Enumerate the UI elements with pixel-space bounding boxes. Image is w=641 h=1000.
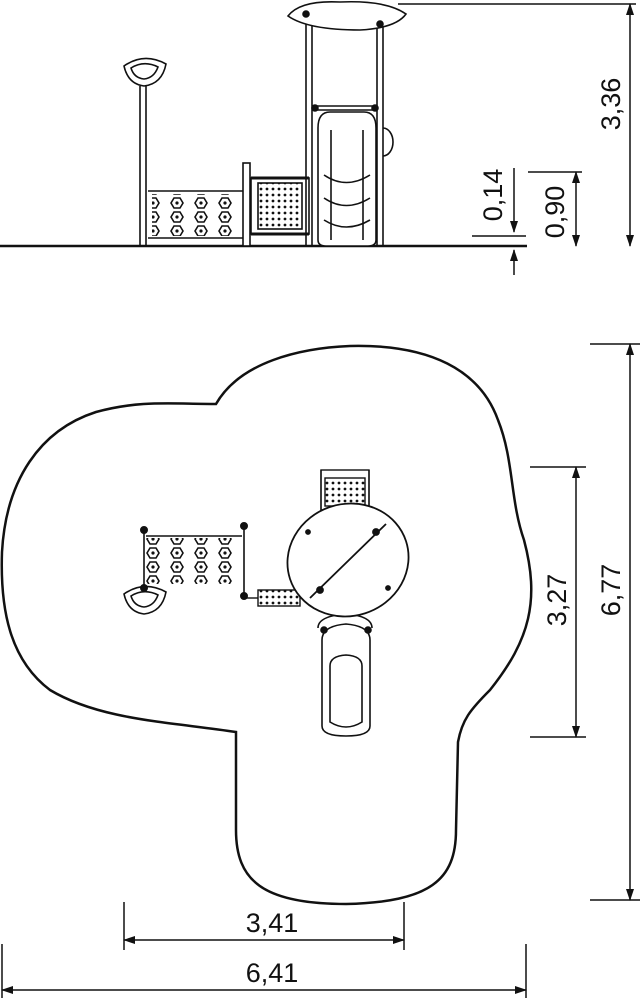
dimension-equipment-depth <box>530 466 586 738</box>
slide-plan <box>317 613 373 737</box>
mesh-step-plan <box>244 589 301 607</box>
safety-zone-outline <box>0 344 533 906</box>
tower-with-roof <box>286 0 408 246</box>
dimension-label-total-height: 3,36 <box>596 78 626 131</box>
mesh-panel <box>250 176 310 236</box>
dimension-label-equipment-width: 3,41 <box>246 908 299 938</box>
talk-tube-post <box>123 57 167 246</box>
dimension-platform <box>528 171 582 247</box>
dimension-label-equipment-depth: 3,27 <box>542 574 572 627</box>
dimension-label-safety-zone-width: 6,41 <box>246 958 299 988</box>
slide-side-view <box>317 111 377 247</box>
hexagon-climbing-panel <box>148 162 251 247</box>
climbing-panel-plan <box>140 521 249 600</box>
dimension-safety-zone-width <box>1 944 527 998</box>
dimension-label-low-step: 0,14 <box>478 169 508 222</box>
dimension-label-safety-zone-depth: 6,77 <box>596 564 626 617</box>
side-elevation-view: 0,14 0,90 3,36 <box>0 0 636 275</box>
dimension-low-step <box>472 168 526 275</box>
dimension-equipment-width <box>123 902 405 950</box>
plan-view: 3,27 6,77 3,41 6,41 <box>0 343 640 998</box>
dimension-safety-zone-depth <box>590 343 640 901</box>
dimension-label-platform-height: 0,90 <box>540 186 570 239</box>
roof-plan <box>286 502 410 618</box>
dimension-total-height <box>398 3 636 247</box>
